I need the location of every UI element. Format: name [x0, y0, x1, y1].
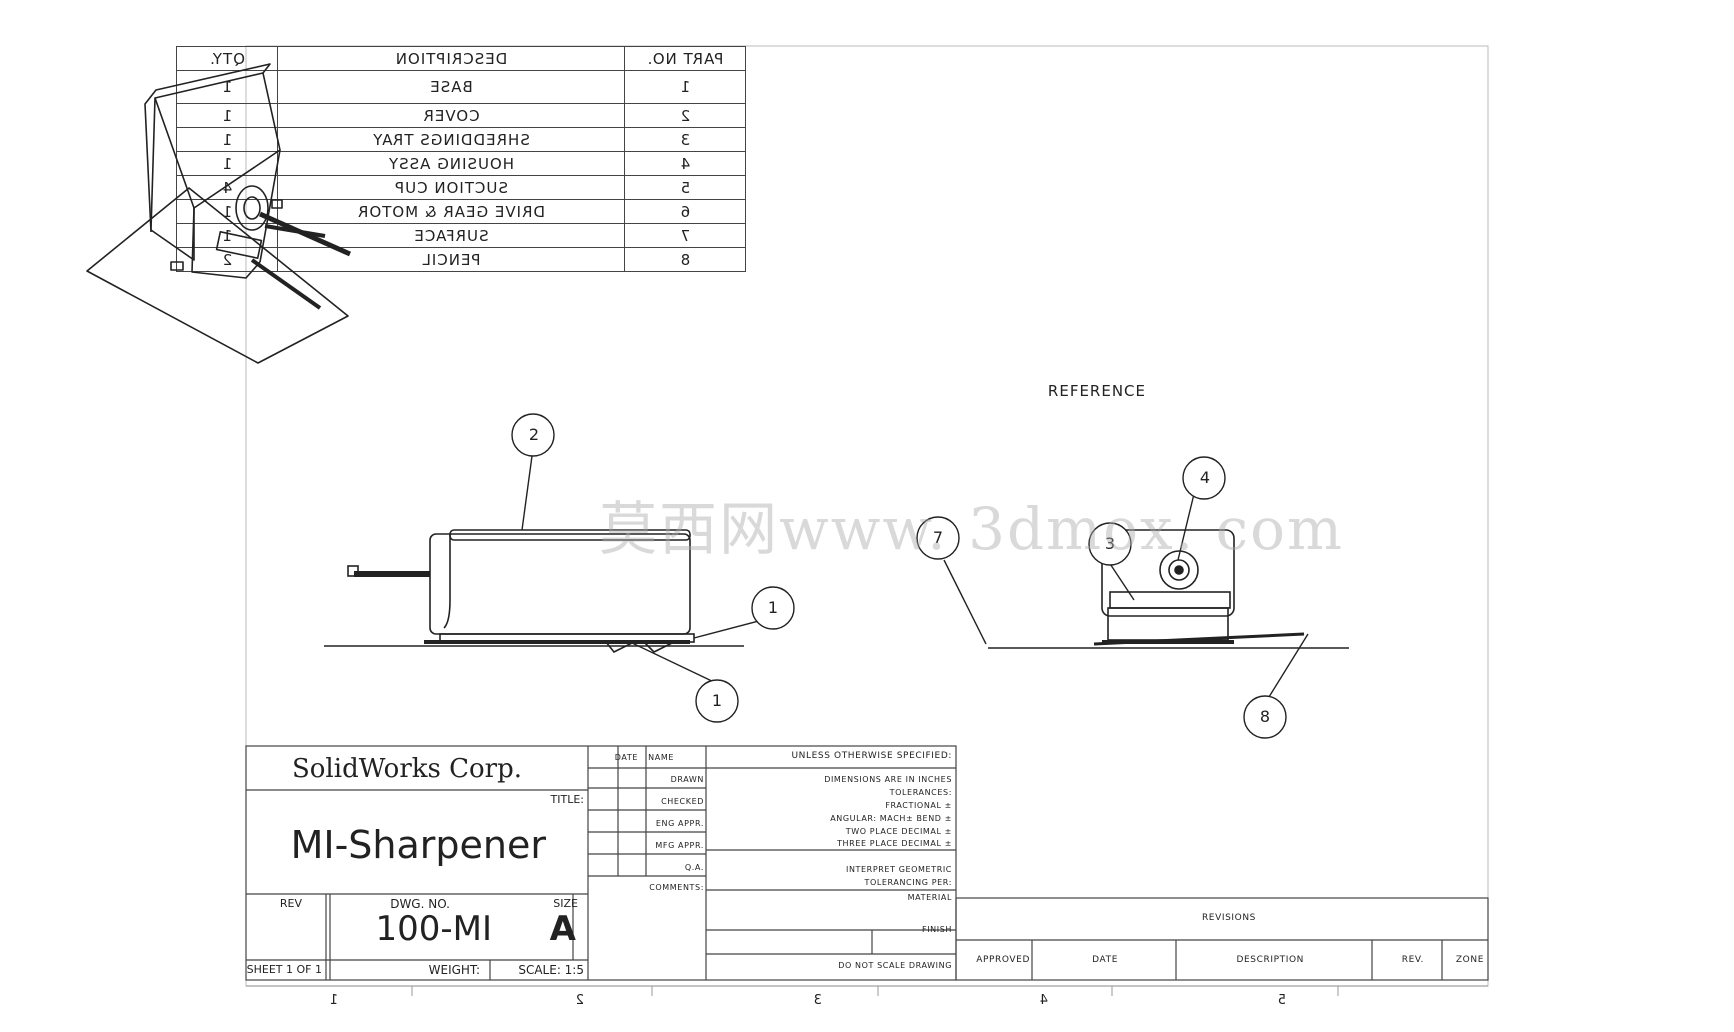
- balloon-8: [1243, 695, 1287, 739]
- balloon-4: [1182, 456, 1226, 500]
- front-view-housing: [1101, 529, 1235, 617]
- balloon-1-right: [751, 586, 795, 630]
- watermark: 莫西网www. 3dmox. com: [599, 495, 1344, 563]
- front-view-pencil-hole: [1159, 550, 1199, 590]
- pencil-hole: [235, 185, 269, 231]
- balloon-3: [1088, 522, 1132, 566]
- balloon-1-lower: [695, 679, 739, 723]
- rev-header-approved: APPROVED: [976, 955, 1030, 965]
- revisions-title: REVISIONS: [1201, 913, 1256, 923]
- housing-side: [150, 97, 195, 261]
- balloon-2: [511, 413, 555, 457]
- housing-front: [191, 207, 261, 279]
- front-view-pencil: [1093, 632, 1305, 646]
- rev-header-date: DATE: [1092, 955, 1118, 965]
- rev-header-description: DESCRIPTION: [1236, 955, 1304, 965]
- surface-sheet: [86, 187, 349, 364]
- rev-header-rev: REV.: [1401, 955, 1424, 965]
- rev-header-zone: ZONE: [1455, 955, 1484, 965]
- pencil-2: [264, 224, 326, 238]
- balloon-7: [916, 516, 960, 560]
